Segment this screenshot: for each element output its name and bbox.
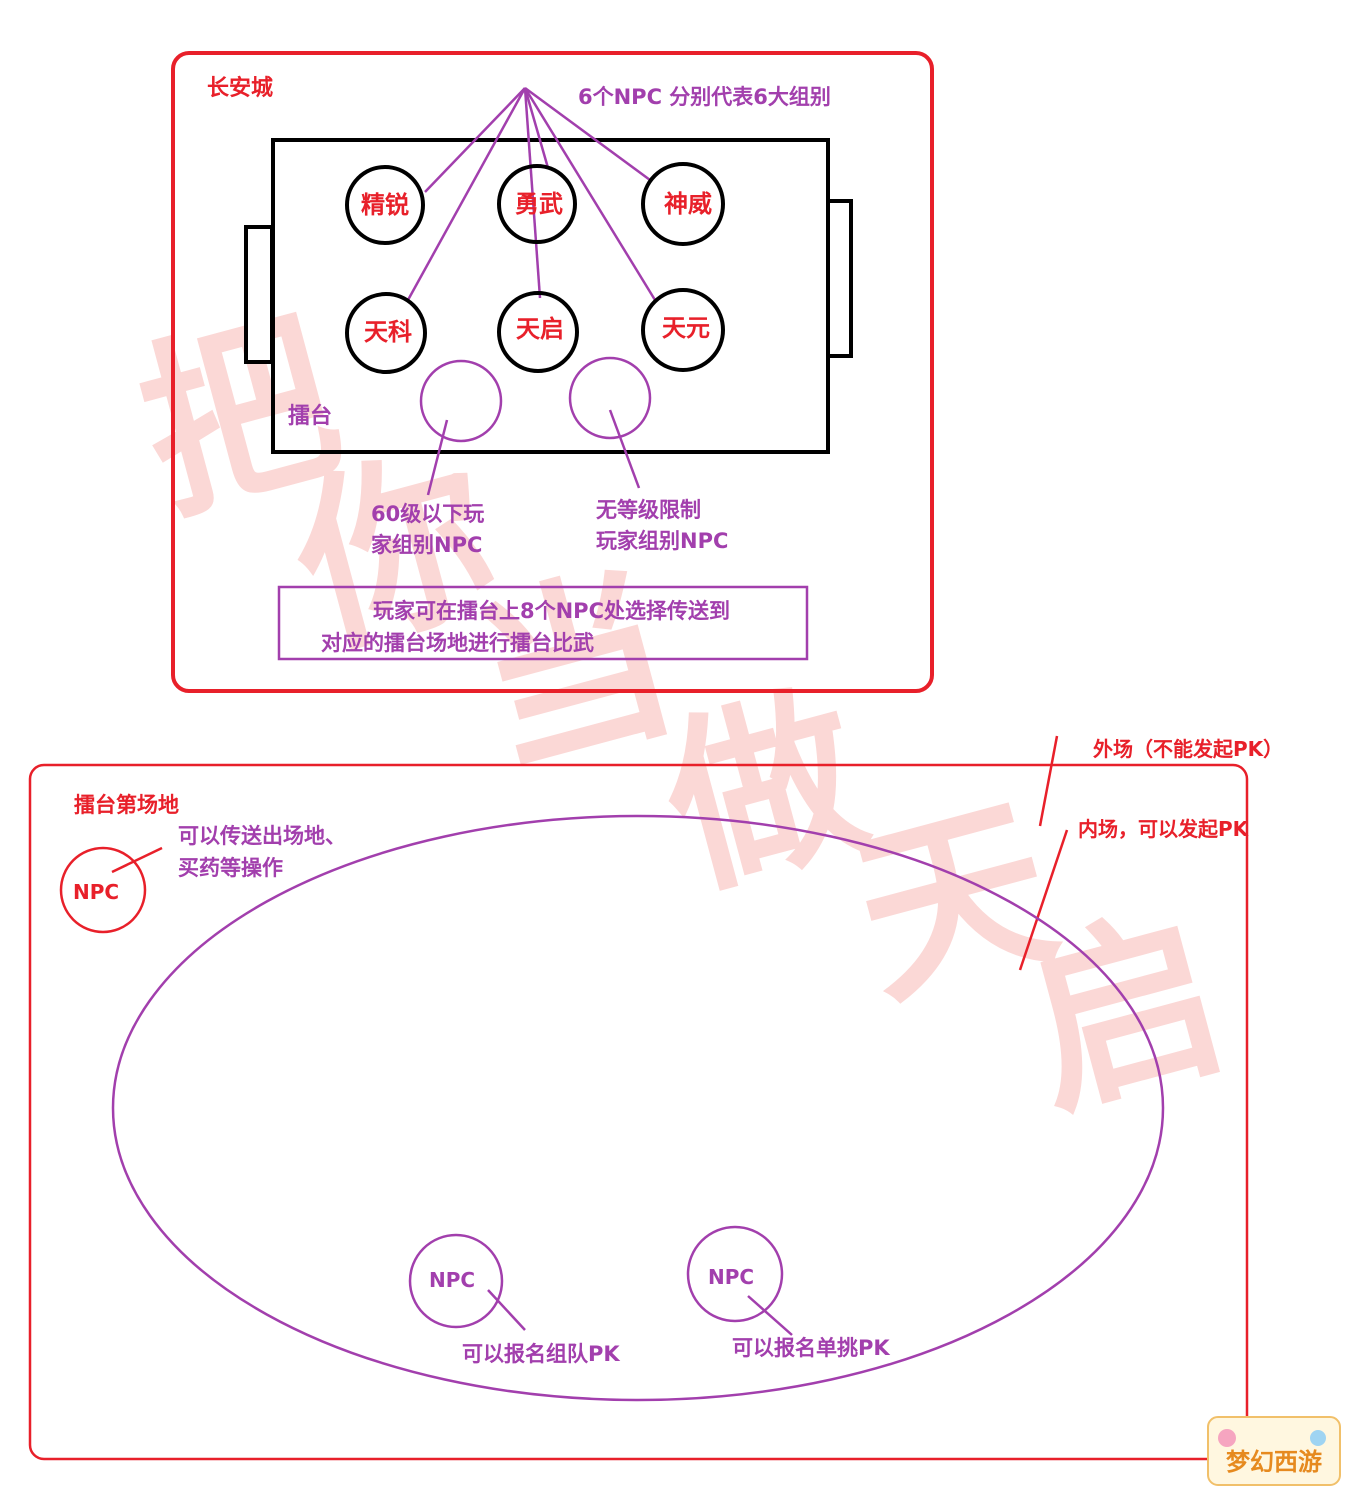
pointer-line-tianqi	[523, 87, 542, 299]
group-npc-tianyuan[interactable]: 天元	[641, 288, 725, 372]
npc-pointer-line	[487, 1289, 526, 1331]
outer-area-pointer	[1038, 735, 1059, 827]
low-level-note-line2: 家组别NPC	[371, 533, 482, 557]
npc-circle	[419, 359, 503, 443]
npc-pointer-line	[111, 846, 163, 874]
exit-npc-desc-line2: 买药等操作	[178, 856, 283, 880]
npc-circle	[641, 288, 725, 372]
changan-city-frame	[171, 51, 934, 693]
solo-pk-note: 可以报名单挑PK	[732, 1336, 890, 1360]
inner-field	[111, 814, 1165, 1402]
npc-low-level-group[interactable]	[419, 359, 503, 496]
solo-pk-npc[interactable]: NPC	[686, 1225, 793, 1336]
npc-pointer-line	[747, 1295, 793, 1336]
exit-npc-desc-line1: 可以传送出场地、	[178, 824, 346, 848]
pointer-line-shenwei	[524, 86, 651, 182]
group-npc-yongwu[interactable]: 勇武	[497, 164, 577, 244]
group-npc-shenwei[interactable]: 神威	[641, 162, 725, 246]
pointer-line-yongwu-top	[523, 87, 550, 169]
npc-no-limit-group[interactable]	[568, 356, 652, 489]
inner-area-label: 内场，可以发起PK	[1078, 817, 1250, 841]
stage-right-step	[826, 199, 853, 358]
npc-name: 神威	[664, 190, 712, 218]
npc-circle	[59, 846, 147, 934]
npc-name: 天启	[516, 315, 564, 343]
info-box-line2: 对应的擂台场地进行擂台比武	[321, 631, 594, 655]
group-npc-jingrui[interactable]: 精锐	[345, 165, 425, 245]
npc-label: NPC	[708, 1265, 754, 1289]
npc-circle	[641, 162, 725, 246]
npc-circle	[408, 1233, 504, 1329]
team-pk-note: 可以报名组队PK	[462, 1342, 620, 1366]
inner-area-pointer	[1018, 829, 1069, 971]
venue-title: 擂台第场地	[74, 793, 179, 817]
info-box-line1: 玩家可在擂台上8个NPC处选择传送到	[373, 599, 730, 623]
npc-circle	[345, 292, 427, 374]
npc-note: 6个NPC 分别代表6大组别	[578, 85, 831, 109]
npc-circle	[686, 1225, 784, 1323]
npc-name: 天元	[662, 314, 710, 342]
pointer-line-tianke	[406, 87, 527, 301]
npc-name: 勇武	[515, 190, 563, 218]
watermark-glyph-6: 启	[1004, 879, 1245, 1144]
logo-badge	[1207, 1416, 1341, 1486]
logo-cloud-icon	[1310, 1430, 1326, 1446]
npc-pointer-line	[426, 419, 449, 496]
game-logo: 梦幻西游	[1207, 1416, 1341, 1486]
stage-left-step	[244, 225, 274, 364]
info-box	[277, 585, 809, 661]
npc-circle	[568, 356, 652, 440]
team-pk-npc[interactable]: NPC	[408, 1233, 526, 1331]
group-npc-tianke[interactable]: 天科	[345, 292, 427, 374]
npc-name: 精锐	[361, 191, 409, 219]
exit-npc[interactable]: NPC	[59, 846, 163, 934]
group-npc-tianqi[interactable]: 天启	[497, 291, 579, 373]
npc-circle	[497, 291, 579, 373]
npc-label: NPC	[429, 1268, 475, 1292]
npc-name: 天科	[364, 318, 412, 346]
arena-venue-frame	[28, 763, 1249, 1461]
npc-pointer-lines	[406, 86, 657, 301]
npc-circle	[497, 164, 577, 244]
pointer-line-jingrui	[424, 87, 526, 193]
npc-circle	[345, 165, 425, 245]
outer-area-label: 外场（不能发起PK）	[1093, 737, 1283, 761]
logo-flower-icon	[1218, 1429, 1236, 1447]
watermark-glyph-4: 做	[643, 659, 885, 924]
no-limit-note-line1: 无等级限制	[596, 498, 701, 522]
npc-label: NPC	[73, 880, 119, 904]
city-title: 长安城	[207, 75, 273, 101]
stage-platform	[271, 138, 830, 454]
no-limit-note-line2: 玩家组别NPC	[596, 529, 728, 553]
arena-stage	[244, 138, 853, 454]
arena-label: 擂台	[288, 403, 332, 429]
pointer-line-tianyuan	[523, 87, 657, 301]
low-level-note-line1: 60级以下玩	[371, 502, 484, 526]
npc-pointer-line	[608, 409, 641, 489]
logo-text: 梦幻西游	[1226, 1448, 1322, 1476]
